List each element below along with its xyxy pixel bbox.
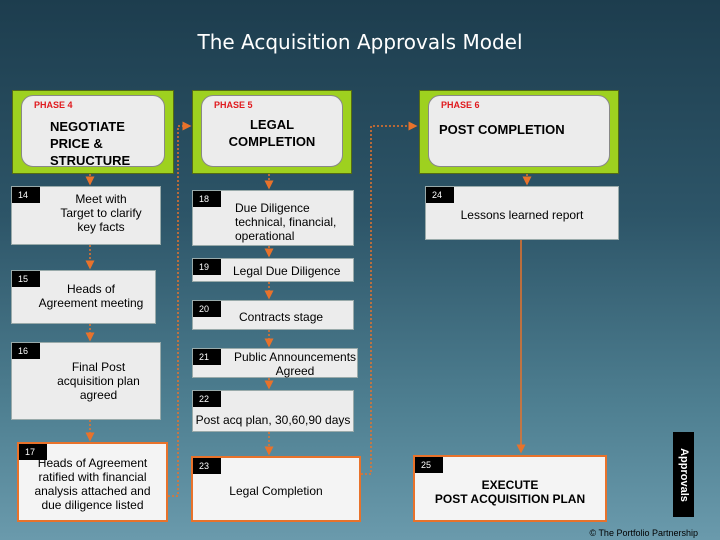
step-number: 16: [12, 343, 41, 359]
step-number: 24: [426, 187, 455, 203]
step-16-text: Final Post acquisition plan agreed: [42, 360, 155, 402]
step-text-line: agreed: [79, 388, 118, 402]
approvals-side-tag: Approvals: [673, 432, 694, 517]
step-number: 21: [193, 349, 222, 365]
step-text-line: Heads of Agreement: [37, 456, 148, 470]
step-text-line: EXECUTE: [481, 478, 539, 492]
step-17-text: Heads of Agreement ratified with financi…: [21, 456, 164, 512]
step-text-line: Lessons learned report: [460, 208, 584, 222]
step-18-box: 18 Due Diligence technical, financial, o…: [192, 190, 354, 246]
phase-5-box: PHASE 5 LEGAL COMPLETION: [192, 90, 352, 174]
step-text-line: Post acq plan, 30,60,90 days: [195, 413, 351, 427]
step-20-box: 20 Contracts stage: [192, 300, 354, 330]
step-text-line: operational: [235, 229, 295, 243]
step-text-line: Final Post: [71, 360, 126, 374]
phase-5-name: LEGAL COMPLETION: [202, 116, 342, 150]
step-18-text: Due Diligence technical, financial, oper…: [235, 201, 336, 243]
phase-4-inner: PHASE 4 NEGOTIATE PRICE & STRUCTURE: [21, 95, 165, 169]
step-text-line: Due Diligence: [235, 201, 310, 215]
copyright-notice: © The Portfolio Partnership: [589, 528, 698, 538]
step-24-box: 24 Lessons learned report: [425, 186, 619, 240]
phase-6-inner: PHASE 6 POST COMPLETION: [428, 95, 610, 167]
phase-5-name-line: COMPLETION: [228, 134, 316, 149]
step-21-text: Public Announcements Agreed: [233, 350, 357, 378]
step-text-line: Meet with: [75, 192, 127, 206]
step-23-text: Legal Completion: [193, 484, 359, 498]
step-number: 18: [193, 191, 222, 207]
step-number: 17: [19, 444, 48, 460]
step-text-line: ratified with financial: [38, 470, 147, 484]
step-text-line: key facts: [77, 220, 125, 234]
step-20-text: Contracts stage: [239, 310, 323, 324]
step-number: 19: [193, 259, 222, 275]
step-21-box: 21 Public Announcements Agreed: [192, 348, 358, 378]
step-text-line: Legal Due Diligence: [233, 264, 341, 278]
arrow-23-p6: [361, 121, 418, 475]
step-number: 23: [193, 458, 222, 474]
step-number: 14: [12, 187, 41, 203]
approvals-side-label: Approvals: [677, 447, 690, 502]
phase-5-label: PHASE 5: [214, 100, 253, 110]
step-19-box: 19 Legal Due Diligence: [192, 258, 354, 282]
phase-4-name-line: NEGOTIATE: [50, 119, 125, 134]
arrow-17-p5: [168, 121, 192, 497]
phase-6-name: POST COMPLETION: [439, 121, 565, 138]
step-24-text: Lessons learned report: [426, 208, 618, 222]
step-text-line: Agreement meeting: [38, 296, 144, 310]
step-16-box: 16 Final Post acquisition plan agreed: [11, 342, 161, 420]
step-22-box: 22 Post acq plan, 30,60,90 days: [192, 390, 354, 432]
phase-6-label: PHASE 6: [441, 100, 480, 110]
step-22-text: Post acq plan, 30,60,90 days: [193, 413, 353, 427]
step-14-text: Meet with Target to clarify key facts: [47, 192, 155, 234]
phase-5-name-line: LEGAL: [249, 117, 295, 132]
phase-4-name-line: STRUCTURE: [50, 153, 131, 168]
step-text-line: analysis attached and: [34, 484, 151, 498]
step-text-line: Target to clarify: [60, 206, 142, 220]
phase-4-box: PHASE 4 NEGOTIATE PRICE & STRUCTURE: [12, 90, 174, 174]
step-text-line: Agreed: [275, 364, 315, 378]
phase-4-label: PHASE 4: [34, 100, 73, 110]
phase-4-name-line: PRICE &: [50, 136, 103, 151]
phase-5-inner: PHASE 5 LEGAL COMPLETION: [201, 95, 343, 167]
step-text-line: due diligence listed: [41, 498, 144, 512]
step-19-text: Legal Due Diligence: [233, 264, 340, 278]
step-text-line: Contracts stage: [239, 310, 324, 324]
step-text-line: technical, financial,: [235, 215, 337, 229]
step-15-text: Heads of Agreement meeting: [32, 282, 150, 310]
step-17-box: 17 Heads of Agreement ratified with fina…: [17, 442, 168, 522]
step-text-line: acquisition plan: [57, 374, 140, 388]
step-number: 22: [193, 391, 222, 407]
step-text-line: Heads of: [66, 282, 116, 296]
phase-4-name: NEGOTIATE PRICE & STRUCTURE: [50, 118, 130, 169]
step-text-line: Legal Completion: [229, 484, 323, 498]
step-14-box: 14 Meet with Target to clarify key facts: [11, 186, 161, 245]
step-number: 20: [193, 301, 222, 317]
step-15-box: 15 Heads of Agreement meeting: [11, 270, 156, 324]
step-text-line: POST ACQUISITION PLAN: [434, 492, 586, 506]
phase-6-box: PHASE 6 POST COMPLETION: [419, 90, 619, 174]
phase-6-name-line: POST COMPLETION: [439, 122, 565, 137]
step-text-line: Public Announcements: [233, 350, 357, 364]
page-title: The Acquisition Approvals Model: [197, 30, 523, 54]
step-23-box: 23 Legal Completion: [191, 456, 361, 522]
step-number: 25: [415, 457, 444, 473]
step-25-box: 25 EXECUTE POST ACQUISITION PLAN: [413, 455, 607, 522]
step-25-text: EXECUTE POST ACQUISITION PLAN: [415, 478, 605, 506]
step-number: 15: [12, 271, 41, 287]
